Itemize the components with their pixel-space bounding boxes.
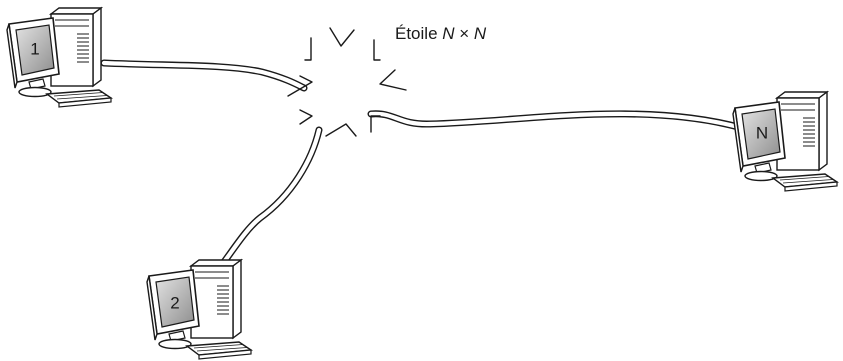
computer-label: 2 xyxy=(170,293,179,312)
cable-1 xyxy=(100,59,308,92)
computer-n: N xyxy=(732,91,838,192)
desktop-computer-icon xyxy=(6,7,112,108)
star-label: Étoile N × N xyxy=(395,24,487,43)
computer-label: N xyxy=(756,123,768,142)
desktop-computer-icon xyxy=(146,259,252,360)
cable-2 xyxy=(214,126,323,274)
computer-label: 1 xyxy=(30,39,39,58)
star-coupler xyxy=(287,27,407,137)
computer-1: 1 xyxy=(6,7,112,108)
computer-2: 2 xyxy=(146,259,252,360)
cable-n xyxy=(367,110,746,132)
desktop-computer-icon xyxy=(732,91,838,192)
